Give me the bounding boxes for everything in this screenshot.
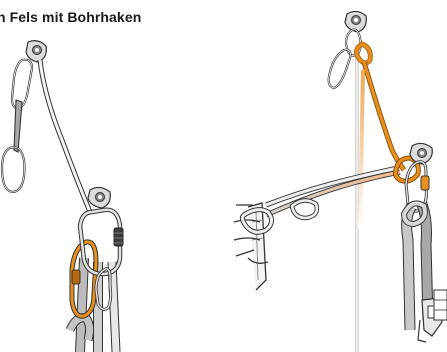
edge-pulley [434,290,447,320]
bolt-hanger-middle-left [88,187,110,208]
quickdraw-sling [14,100,22,152]
quickdraw-upper-carabiner [12,60,32,109]
quickdraw-lower-carabiner [2,147,25,192]
bolt-hanger-top-left [26,41,46,62]
right-illustration [234,11,447,352]
orange-rope-top-loop [356,44,370,63]
quickdraw-carabiner-right [329,50,351,88]
orange-rope-vertical-faded [360,70,363,230]
left-illustration [2,41,123,352]
rope-to-tree [266,168,400,215]
rope-left-diagonal [40,60,90,212]
orange-rope-diagonal [364,62,404,170]
